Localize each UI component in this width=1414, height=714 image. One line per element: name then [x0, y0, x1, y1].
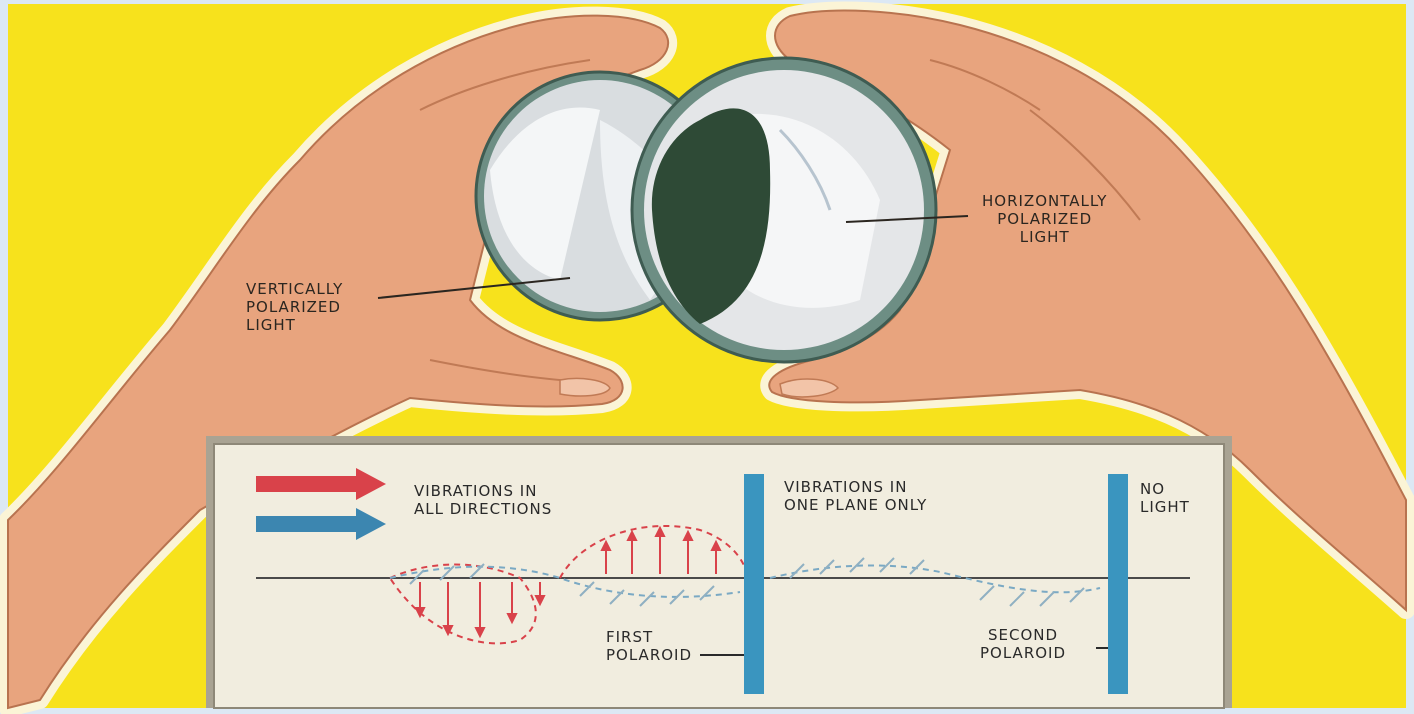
vertically-polarized-label: VERTICALLY POLARIZED LIGHT: [246, 280, 343, 334]
first-polaroid-bar: [744, 474, 764, 694]
no-light-label: NO LIGHT: [1140, 480, 1190, 516]
horizontally-polarized-label: HORIZONTALLY POLARIZED LIGHT: [982, 192, 1107, 246]
all-directions-label: VIBRATIONS IN ALL DIRECTIONS: [414, 482, 552, 518]
first-polaroid-label: FIRST POLAROID: [606, 628, 692, 664]
one-plane-label: VIBRATIONS IN ONE PLANE ONLY: [784, 478, 927, 514]
second-polaroid-bar: [1108, 474, 1128, 694]
second-polaroid-label: SECOND POLAROID: [980, 626, 1066, 662]
